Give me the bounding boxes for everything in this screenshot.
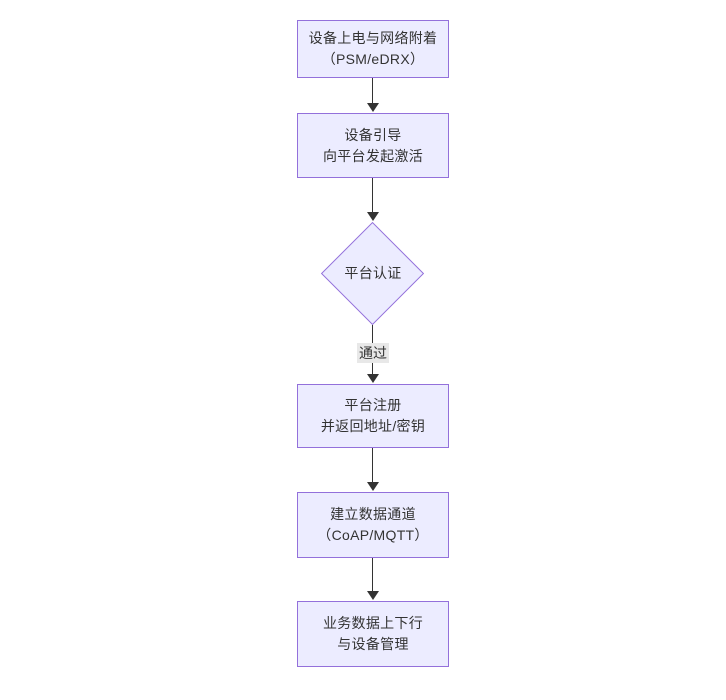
node-business-data: 业务数据上下行 与设备管理 (297, 601, 449, 667)
edge-label-pass: 通过 (357, 343, 389, 363)
arrow-down-icon (367, 591, 379, 600)
node-label-line: 设备引导 (344, 126, 402, 143)
decision-platform-auth: 平台认证 (344, 265, 402, 281)
arrow-down-icon (367, 374, 379, 383)
arrow-down-icon (367, 103, 379, 112)
edge-line-5 (372, 558, 373, 592)
edge-line-4 (372, 448, 373, 483)
node-bootstrap: 设备引导 向平台发起激活 (297, 113, 449, 178)
node-power-attach: 设备上电与网络附着 （PSM/eDRX） (297, 20, 449, 78)
node-label-line: （PSM/eDRX） (321, 51, 425, 67)
node-label-line: 建立数据通道 (330, 506, 416, 522)
edge-line-2 (372, 178, 373, 213)
node-label-line: 平台注册 (344, 397, 402, 413)
node-label-line: （CoAP/MQTT） (317, 527, 429, 543)
node-label-line: 向平台发起激活 (322, 147, 424, 164)
node-label-line: 与设备管理 (337, 636, 409, 652)
node-label-line: 并返回地址/密钥 (320, 418, 426, 434)
arrow-down-icon (367, 212, 379, 221)
arrow-down-icon (367, 482, 379, 491)
edge-line-1 (372, 78, 373, 104)
node-label-line: 业务数据上下行 (322, 615, 424, 631)
node-label-line: 设备上电与网络附着 (308, 30, 438, 46)
node-platform-register: 平台注册 并返回地址/密钥 (297, 384, 449, 448)
node-data-channel: 建立数据通道 （CoAP/MQTT） (297, 492, 449, 558)
